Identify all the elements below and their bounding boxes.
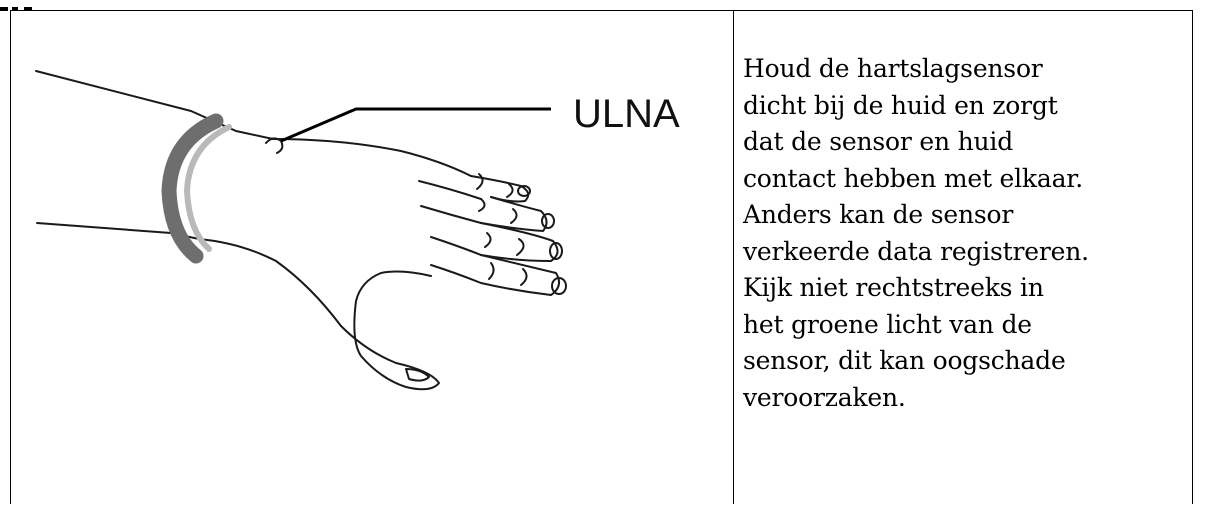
- text-cell: Houd de hartslagsensor dicht bij de huid…: [734, 11, 1192, 504]
- ulna-label: ULNA: [573, 92, 680, 136]
- top-text-fragment: [0, 0, 60, 8]
- instruction-table: ULNA Houd de hartslagsensor dicht bij de…: [10, 10, 1193, 504]
- instruction-text: Houd de hartslagsensor dicht bij de huid…: [743, 51, 1192, 416]
- wrist-hand-icon: ULNA: [11, 11, 734, 505]
- illustration-cell: ULNA: [11, 11, 734, 504]
- sensor-band-icon: [169, 121, 229, 256]
